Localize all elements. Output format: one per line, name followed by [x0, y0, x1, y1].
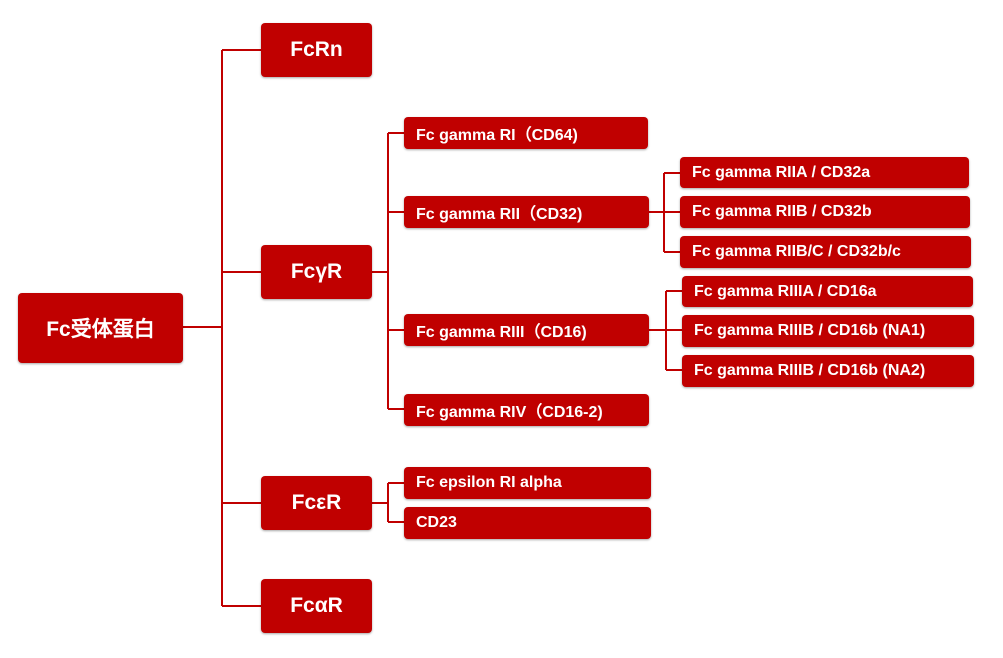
node-fc-gamma-riia: Fc gamma RIIA / CD32a — [680, 157, 969, 188]
node-cd23: CD23 — [404, 507, 651, 539]
node-fc-gamma-riiia: Fc gamma RIIIA / CD16a — [682, 276, 973, 307]
node-fc-gamma-rii: Fc gamma RII（CD32) — [404, 196, 649, 228]
connector-root-families — [183, 49, 262, 607]
node-fcrn: FcRn — [261, 23, 372, 77]
node-fc-gamma-riiib-na1: Fc gamma RIIIB / CD16b (NA1) — [682, 315, 974, 347]
connector-fcgr-children — [371, 132, 405, 410]
node-fcer: FcεR — [261, 476, 372, 530]
node-fcgr: FcγR — [261, 245, 372, 299]
node-fc-epsilon-ri-alpha: Fc epsilon RI alpha — [404, 467, 651, 499]
connector-cd32-children — [649, 172, 681, 253]
node-fc-gamma-riv: Fc gamma RIV（CD16-2) — [404, 394, 649, 426]
node-root-fc-receptor: Fc受体蛋白 — [18, 293, 183, 363]
connector-cd16-children — [649, 290, 683, 371]
node-fc-gamma-riii: Fc gamma RIII（CD16) — [404, 314, 649, 346]
node-fc-gamma-riiib-na2: Fc gamma RIIIB / CD16b (NA2) — [682, 355, 974, 387]
node-fc-gamma-ri: Fc gamma RI（CD64) — [404, 117, 648, 149]
connector-fcer-children — [371, 482, 405, 523]
node-fcar: FcαR — [261, 579, 372, 633]
node-fc-gamma-riibc: Fc gamma RIIB/C / CD32b/c — [680, 236, 971, 268]
node-fc-gamma-riib: Fc gamma RIIB / CD32b — [680, 196, 970, 228]
